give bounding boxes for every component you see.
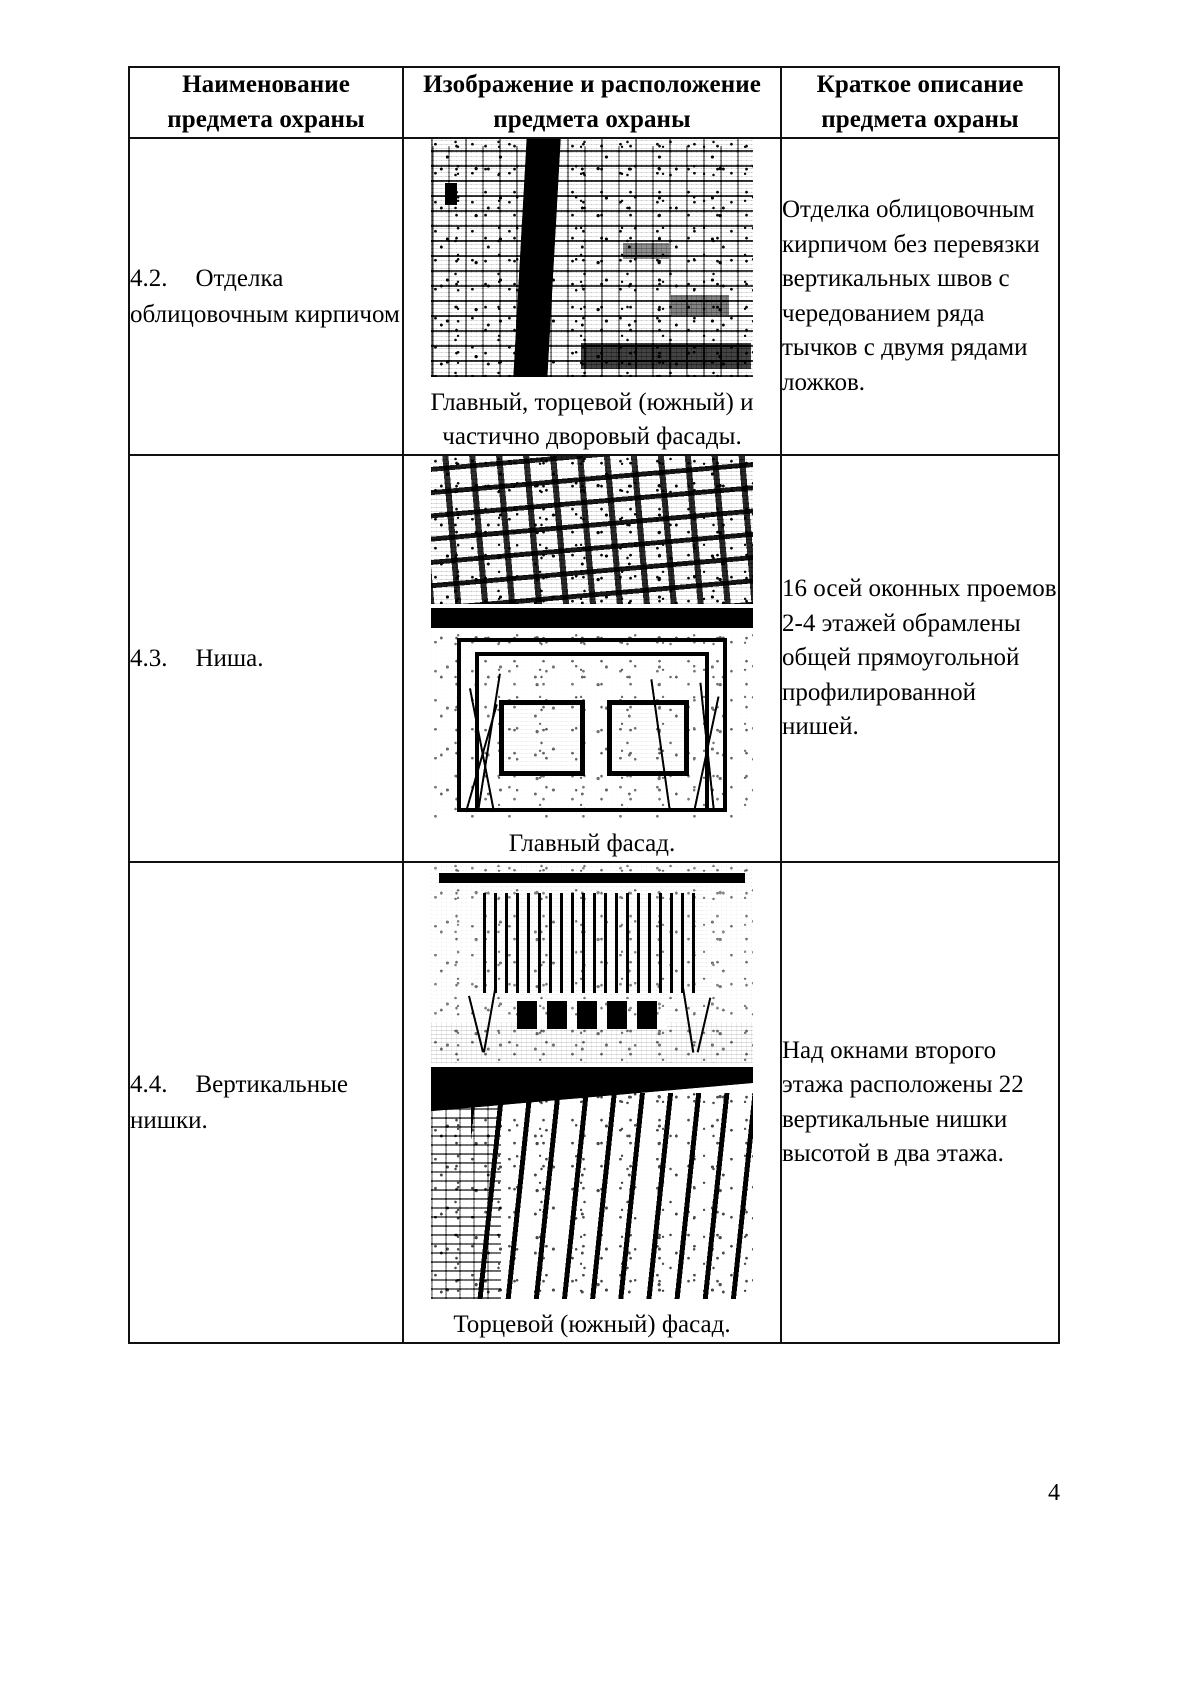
table-header-row: Наименование предмета охраны Изображение… — [128, 66, 1060, 139]
table-row: 4.2.Отделка облицовочным кирпичом — [128, 137, 1060, 456]
main-facade-overview-photo — [431, 456, 753, 604]
photo-speckle — [431, 863, 753, 1063]
image-caption-4-4: Торцевой (южный) фасад. — [453, 1311, 731, 1338]
item-number-4-4: 4.4. — [130, 1071, 168, 1098]
photo-speckle — [431, 456, 753, 604]
item-description-cell-4-2: Отделка облицовочным кирпичом без перевя… — [780, 137, 1060, 456]
item-number-4-2: 4.2. — [130, 265, 168, 292]
item-name-cell-4-4: 4.4.Вертикальные нишки. — [128, 861, 404, 1344]
item-name-4-2: Отделка облицовочным кирпичом — [130, 265, 400, 328]
brick-cladding-photo — [431, 139, 753, 377]
photo-speckle — [431, 1067, 753, 1299]
image-caption-4-3: Главный фасад. — [508, 830, 676, 857]
photo-speckle — [431, 139, 753, 377]
column-header-image-line1: Изображение и расположение — [423, 71, 761, 98]
column-header-description-line1: Краткое описание — [816, 71, 1024, 98]
column-header-description-line2: предмета охраны — [821, 105, 1019, 133]
item-number-4-3: 4.3. — [130, 644, 168, 672]
item-image-cell-4-4: Торцевой (южный) фасад. — [402, 861, 782, 1344]
ground-floor-windows — [517, 1001, 667, 1029]
roof-line — [439, 873, 745, 883]
table-row: 4.4.Вертикальные нишки. — [128, 861, 1060, 1344]
item-name-cell-4-3: 4.3. Ниша. — [128, 454, 404, 863]
vertical-niches-detail-photo — [431, 1067, 753, 1299]
item-image-cell-4-3: Главный фасад. — [402, 454, 782, 863]
page-number: 4 — [1048, 1480, 1060, 1506]
vertical-ribs — [483, 893, 701, 993]
column-header-name-line1: Наименование — [182, 71, 350, 98]
item-image-cell-4-2: Главный, торцевой (южный) и частично дво… — [402, 137, 782, 456]
photo-speckle — [431, 608, 753, 818]
column-header-name-line2: предмета охраны — [167, 105, 365, 133]
item-description-cell-4-3: 16 осей оконных проемов 2-4 этажей обрам… — [780, 454, 1060, 863]
image-caption-4-2: Главный, торцевой (южный) и частично дво… — [430, 389, 754, 450]
window-niche-detail-photo — [431, 608, 753, 818]
column-header-image-line2: предмета охраны — [493, 105, 691, 133]
column-header-name: Наименование предмета охраны — [128, 66, 404, 139]
photo-grain — [431, 863, 753, 1063]
table-row: 4.3. Ниша. — [128, 454, 1060, 863]
item-name-cell-4-2: 4.2.Отделка облицовочным кирпичом — [128, 137, 404, 456]
item-name-4-3: Ниша. — [195, 644, 264, 672]
column-header-description: Краткое описание предмета охраны — [780, 66, 1060, 139]
column-header-image: Изображение и расположение предмета охра… — [402, 66, 782, 139]
south-end-facade-photo — [431, 863, 753, 1063]
protection-items-table: Наименование предмета охраны Изображение… — [128, 66, 1060, 1344]
item-description-cell-4-4: Над окнами второго этажа расположены 22 … — [780, 861, 1060, 1344]
item-name-4-4: Вертикальные нишки. — [130, 1071, 348, 1134]
